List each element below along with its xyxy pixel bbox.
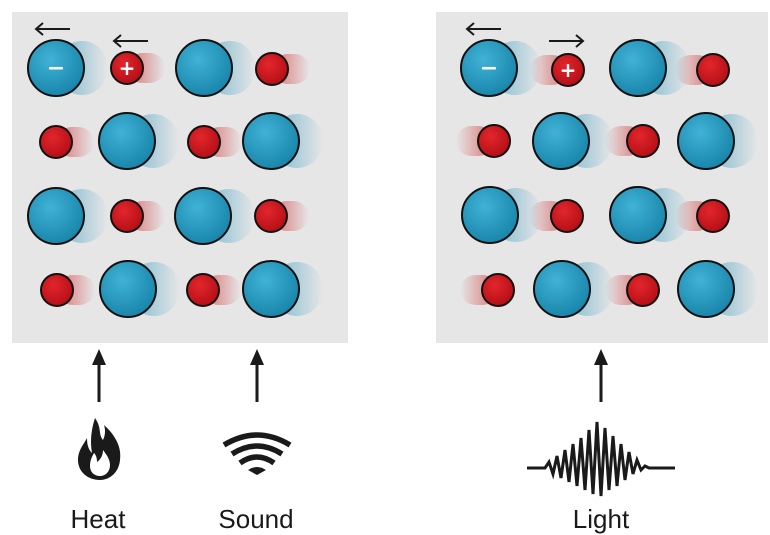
positive-ion xyxy=(255,52,289,86)
positive-ion xyxy=(551,53,585,87)
negative-ion xyxy=(677,260,735,318)
left-arrow-icon xyxy=(112,34,148,48)
positive-ion xyxy=(187,125,221,159)
heat-label: Heat xyxy=(70,504,126,534)
up-arrow-icon xyxy=(92,349,106,402)
positive-ion xyxy=(39,125,73,159)
negative-ion xyxy=(242,112,300,170)
negative-ion xyxy=(99,260,157,318)
negative-ion xyxy=(242,260,300,318)
negative-ion xyxy=(533,260,591,318)
negative-ion xyxy=(677,112,735,170)
light-label: Light xyxy=(572,504,630,534)
positive-ion xyxy=(696,53,730,87)
right-arrow-icon xyxy=(549,34,585,48)
light-wave-icon xyxy=(527,421,675,497)
negative-ion xyxy=(27,39,85,97)
positive-ion xyxy=(186,273,220,307)
negative-charge-symbol: − xyxy=(47,56,65,81)
negative-ion xyxy=(532,112,590,170)
positive-ion xyxy=(110,199,144,233)
sound-waves-icon xyxy=(222,432,292,475)
positive-ion xyxy=(550,199,584,233)
up-arrow-icon xyxy=(250,349,264,402)
negative-charge-symbol: − xyxy=(480,56,498,81)
positive-ion xyxy=(626,273,660,307)
negative-ion xyxy=(98,112,156,170)
positive-ion xyxy=(696,199,730,233)
negative-ion xyxy=(174,187,232,245)
positive-ion xyxy=(254,199,288,233)
negative-ion xyxy=(609,39,667,97)
flame-icon xyxy=(78,418,121,480)
negative-ion xyxy=(460,39,518,97)
positive-ion xyxy=(477,124,511,158)
negative-ion xyxy=(175,39,233,97)
positive-charge-symbol: + xyxy=(560,58,577,82)
left-arrow-icon xyxy=(34,22,70,36)
positive-ion xyxy=(110,51,144,85)
positive-charge-symbol: + xyxy=(119,56,136,80)
positive-ion xyxy=(626,124,660,158)
negative-ion xyxy=(27,187,85,245)
negative-ion xyxy=(609,186,667,244)
positive-ion xyxy=(481,273,515,307)
left-arrow-icon xyxy=(465,22,501,36)
positive-ion xyxy=(40,273,74,307)
negative-ion xyxy=(461,186,519,244)
up-arrow-icon xyxy=(594,349,608,402)
sound-label: Sound xyxy=(218,504,294,534)
